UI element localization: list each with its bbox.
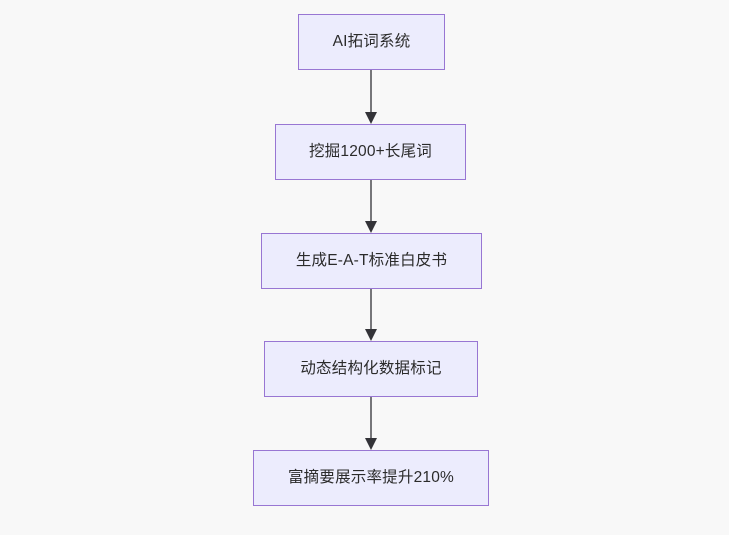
edge-n2-n3 bbox=[365, 180, 377, 233]
flowchart-node-rich-snippet-rate-increase[interactable]: 富摘要展示率提升210% bbox=[253, 450, 489, 506]
node-label: 生成E-A-T标准白皮书 bbox=[295, 252, 448, 270]
edge-n3-n4 bbox=[365, 289, 377, 341]
node-label: 富摘要展示率提升210% bbox=[287, 469, 455, 487]
flowchart-node-generate-eat-whitepaper[interactable]: 生成E-A-T标准白皮书 bbox=[261, 233, 482, 289]
node-label: 挖掘1200+长尾词 bbox=[308, 143, 433, 161]
edge-n1-n2 bbox=[365, 70, 377, 124]
flowchart-node-ai-keyword-system[interactable]: AI拓词系统 bbox=[298, 14, 445, 70]
flowchart-node-mine-longtail-keywords[interactable]: 挖掘1200+长尾词 bbox=[275, 124, 466, 180]
node-label: AI拓词系统 bbox=[332, 33, 411, 51]
flowchart-node-dynamic-structured-data-markup[interactable]: 动态结构化数据标记 bbox=[264, 341, 478, 397]
edge-n4-n5 bbox=[365, 397, 377, 450]
node-label: 动态结构化数据标记 bbox=[300, 360, 442, 378]
